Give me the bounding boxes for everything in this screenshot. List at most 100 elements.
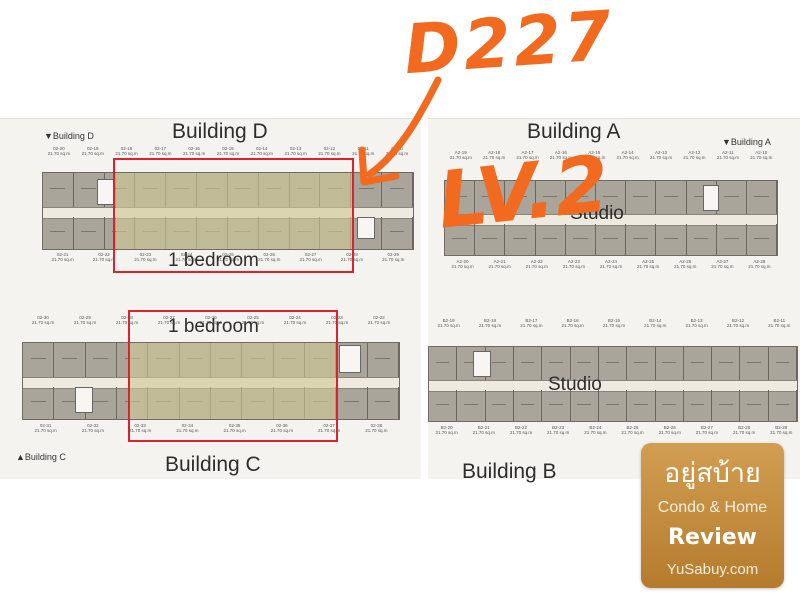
unit-number: 02-30 [37, 315, 49, 320]
unit-number: B2-22 [514, 425, 527, 430]
unit-area: 21.70 sq.m [437, 323, 460, 328]
unit-number: 02-29 [387, 252, 400, 257]
unit-area: 21.70 sq.m [520, 323, 543, 328]
unit-number: 02-32 [87, 423, 99, 428]
unit-cell [596, 181, 627, 214]
unit-area: 21.70 sq.m [644, 323, 667, 328]
unit-area: 21.70 sq.m [685, 323, 708, 328]
unit-area: 21.70 sq.m [216, 151, 240, 156]
unit-number: 02-27 [304, 252, 317, 257]
unit-cell [54, 343, 86, 377]
unit-area: 21.70 sq.m [73, 320, 97, 325]
unit-area: 21.70 sq.m [317, 428, 341, 433]
unit-cell [566, 224, 596, 255]
unit-number: A2-13 [655, 150, 668, 155]
unit-area: 21.70 sq.m [509, 430, 533, 435]
building-d-1-bedroom-highlight-box [113, 158, 354, 273]
unit-cell [23, 343, 55, 377]
unit-cell [382, 217, 413, 249]
unit-cell [43, 217, 74, 249]
unit-cell [486, 347, 514, 380]
unit-number: B2-24 [589, 425, 602, 430]
unit-cell [740, 390, 769, 421]
unit-number: A2-14 [621, 150, 634, 155]
unit-cell [571, 347, 599, 380]
unit-cell [382, 173, 413, 207]
unit-area: 21.70 sq.m [115, 320, 139, 325]
unit-number: B2-27 [700, 425, 713, 430]
unit-cell [505, 181, 536, 214]
unit-area: 21.70 sq.m [258, 257, 281, 262]
unit-area: 21.70 sq.m [149, 151, 172, 156]
building-d-title: Building D [172, 120, 268, 143]
unit-cell [43, 173, 74, 207]
unit-area: 21.70 sq.m [683, 155, 706, 160]
unit-number: B2-13 [690, 318, 703, 323]
unit-number: 02-14 [256, 146, 268, 151]
building-a-lift-core [703, 185, 719, 211]
unit-cell [368, 343, 399, 377]
unit-area: 21.70 sq.m [562, 264, 586, 269]
unit-number: B2-17 [525, 318, 538, 323]
unit-cell [684, 347, 713, 380]
unit-area: 21.70 sq.m [435, 430, 458, 435]
unit-cell [717, 224, 747, 255]
building-b-title: Building B [462, 460, 557, 483]
unit-number: 02-25 [222, 252, 234, 257]
unit-cell [599, 390, 628, 421]
unit-area: 21.70 sq.m [385, 151, 409, 156]
unit-area: 21.70 sq.m [750, 155, 773, 160]
unit-cell [687, 224, 717, 255]
unit-number: B2-23 [552, 425, 565, 430]
brochure-fold [421, 118, 428, 478]
unit-area: 21.70 sq.m [768, 323, 791, 328]
unit-number: 02-37 [323, 423, 335, 428]
unit-cell [627, 390, 656, 421]
unit-cell [717, 181, 747, 214]
unit-cell [684, 390, 713, 421]
unit-number: B2-18 [483, 318, 496, 323]
unit-area: 21.70 sq.m [176, 428, 199, 433]
unit-area: 21.70 sq.m [716, 155, 739, 160]
building-b-bottom-units [429, 390, 798, 421]
unit-area: 21.70 sq.m [451, 264, 474, 269]
unit-area: 21.70 sq.m [472, 430, 495, 435]
unit-area: 21.70 sq.m [482, 155, 506, 160]
unit-number: 02-13 [289, 146, 302, 151]
unit-cell [656, 181, 687, 214]
unit-cell [457, 390, 486, 421]
unit-number: B2-21 [477, 425, 490, 430]
unit-cell [626, 181, 657, 214]
building-d-unit-type-label: 1 bedroom [168, 250, 259, 271]
unit-cell [445, 224, 476, 255]
unit-area: 21.70 sq.m [365, 428, 388, 433]
unit-cell [712, 390, 741, 421]
unit-area: 21.70 sq.m [34, 428, 57, 433]
unit-cell [86, 387, 117, 419]
unit-area: 21.70 sq.m [449, 155, 472, 160]
unit-cell [740, 347, 769, 380]
unit-area: 21.70 sq.m [382, 257, 405, 262]
unit-area: 21.70 sq.m [134, 257, 157, 262]
